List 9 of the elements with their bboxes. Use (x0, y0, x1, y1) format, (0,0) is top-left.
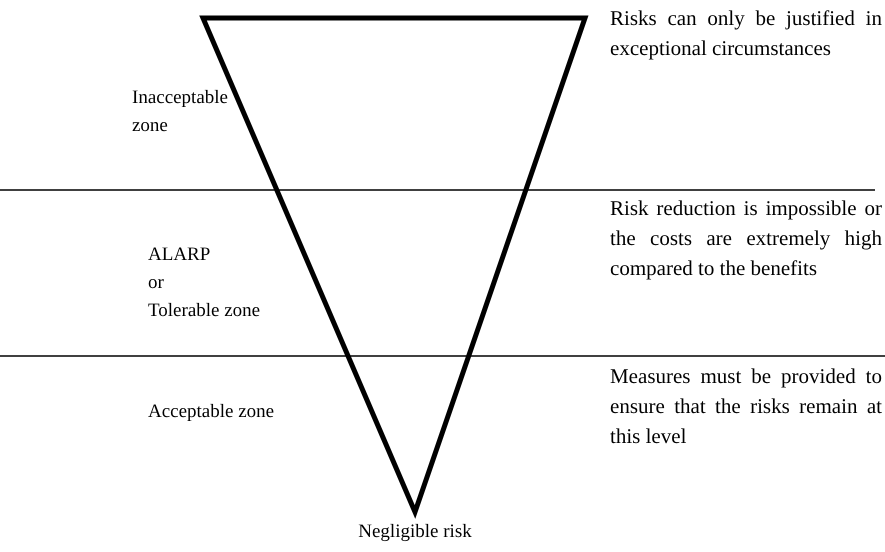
zone-label: ALARP (148, 243, 212, 267)
apex-label: Negligible risk (357, 520, 473, 544)
zone-label: or (148, 271, 165, 295)
zone-label: Acceptable zone (148, 400, 276, 424)
zone-description: Risk reduction is impossible or the costs are extremely high compared to the benefits (610, 195, 882, 282)
zone-description: Measures must be provided to ensure that the risks remain at this level (610, 363, 882, 450)
zone-label: Tolerable zone (148, 299, 262, 323)
zone-label: Inacceptable zone (132, 86, 229, 138)
zone-description: Risks can only be justified in exceptional circumstances (610, 5, 882, 62)
